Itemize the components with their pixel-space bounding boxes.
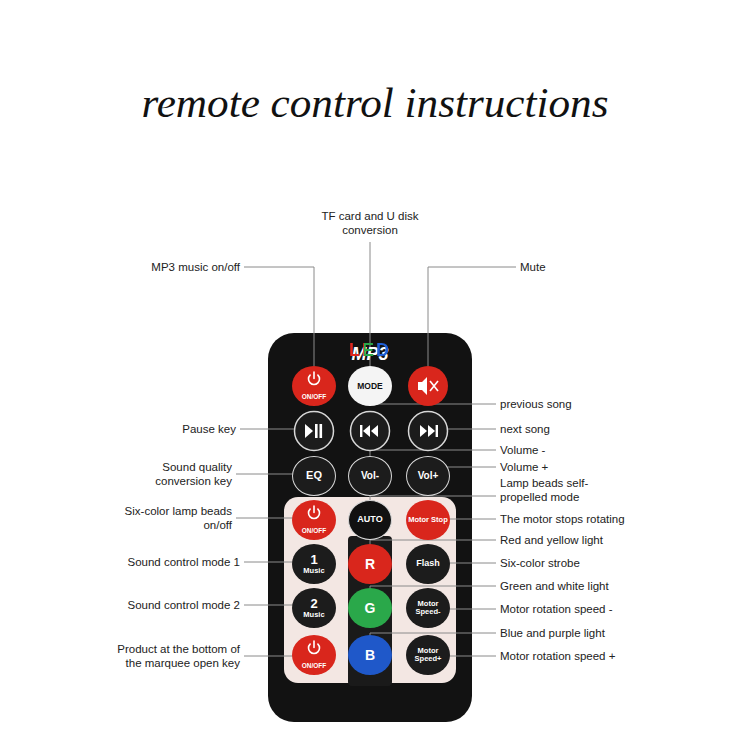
callout-label: TF card and U disk conversion: [300, 209, 440, 238]
button-label: Motor Stop: [408, 516, 448, 524]
remote-button: Motor Speed-: [406, 588, 450, 628]
remote-button: G: [348, 588, 392, 628]
leader-line: [428, 267, 516, 366]
callout-label: Sound control mode 2: [127, 598, 240, 612]
remote-button: EQ: [292, 456, 336, 496]
callout-label: Red and yellow light: [500, 533, 603, 547]
button-label: Motor Speed+: [406, 647, 450, 663]
remote-control: MP3LEDON/OFFMODEEQVol-Vol+ON/OFFAUTOMoto…: [268, 333, 472, 722]
callout-label: Sound control mode 1: [127, 555, 240, 569]
button-label: 1: [310, 553, 317, 567]
button-label: 2: [310, 597, 317, 611]
remote-button: Vol+: [406, 456, 450, 496]
next-button: [409, 412, 448, 451]
callout-label: Six-color lamp beads on/off: [122, 504, 232, 533]
callout-label: next song: [500, 422, 550, 436]
button-label: ON/OFF: [302, 394, 327, 401]
callout-label: previous song: [500, 397, 572, 411]
leader-line: [244, 267, 314, 366]
button-label: AUTO: [357, 515, 382, 524]
remote-button: Motor Speed+: [406, 635, 450, 675]
callout-label: Motor rotation speed -: [500, 602, 613, 616]
callout-label: Volume -: [500, 443, 545, 457]
callout-label: Blue and purple light: [500, 626, 605, 640]
remote-button: B: [348, 635, 392, 675]
remote-button: R: [348, 544, 392, 584]
button-label: R: [365, 557, 375, 572]
next-icon: [420, 425, 438, 437]
remote-button: 1Music: [292, 544, 336, 584]
remote-button: ON/OFF: [292, 635, 336, 675]
button-label: MODE: [357, 382, 383, 391]
callout-label: Lamp beads self-propelled mode: [500, 476, 628, 505]
previous-icon: [360, 425, 378, 437]
button-label: Music: [303, 567, 324, 575]
remote-button: ON/OFF: [292, 500, 336, 540]
panel-strip: [348, 536, 392, 686]
callout-label: Six-color strobe: [500, 556, 580, 570]
remote-footer: LED: [348, 340, 392, 361]
callout-label: The motor stops rotating: [500, 512, 625, 526]
pause-button: [295, 412, 334, 451]
callout-label: Pause key: [182, 422, 236, 436]
callout-label: Mute: [520, 260, 546, 274]
led-panel: [284, 497, 456, 683]
callout-label: Green and white light: [500, 579, 609, 593]
mute-icon: [418, 377, 438, 395]
callout-label: MP3 music on/off: [151, 260, 240, 274]
callout-label: Volume +: [500, 460, 548, 474]
remote-button: MODE: [348, 366, 392, 406]
remote-body: [268, 333, 472, 722]
button-label: B: [365, 648, 375, 663]
button-label: G: [365, 601, 376, 616]
remote-button: 2Music: [292, 588, 336, 628]
callout-label: Product at the bottom of the marquee ope…: [102, 642, 240, 671]
mute-button: [408, 366, 448, 406]
button-label: Motor Speed-: [406, 600, 450, 616]
play-pause-icon: [305, 424, 322, 438]
button-label: EQ: [306, 470, 322, 482]
button-label: Flash: [416, 559, 440, 568]
remote-button: Motor Stop: [406, 500, 450, 540]
remote-button: Vol-: [348, 456, 392, 496]
remote-button: AUTO: [348, 500, 392, 540]
page-title: remote control instructions: [0, 78, 750, 127]
remote-button: ON/OFF: [292, 366, 336, 406]
leader-lines: [236, 242, 516, 656]
button-label: Music: [303, 611, 324, 619]
callout-label: Sound quality conversion key: [122, 460, 232, 489]
button-label: ON/OFF: [302, 663, 327, 670]
button-label: Vol-: [361, 471, 379, 482]
button-label: ON/OFF: [302, 528, 327, 535]
remote-button: Flash: [406, 544, 450, 584]
previous-button: [351, 412, 390, 451]
button-label: Vol+: [418, 471, 439, 482]
callout-label: Motor rotation speed +: [500, 649, 615, 663]
